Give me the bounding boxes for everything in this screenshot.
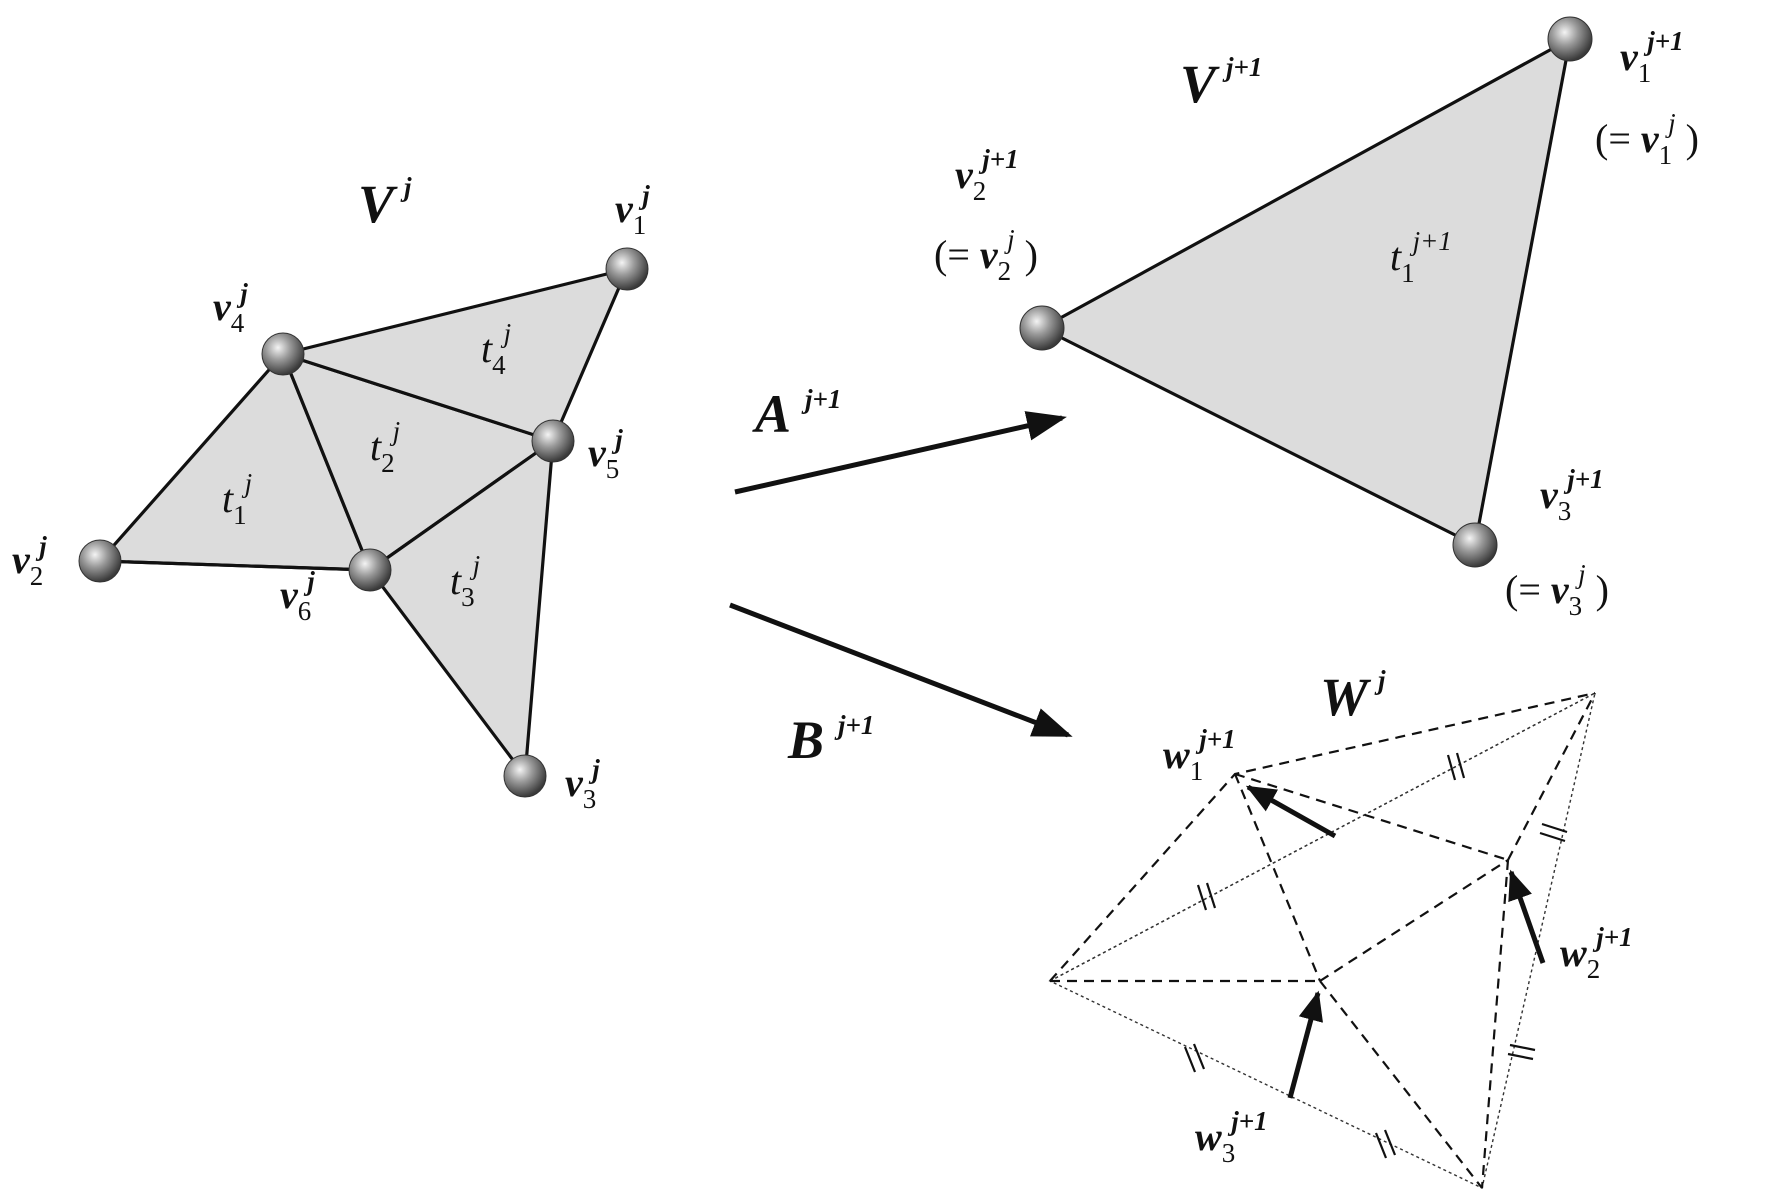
w2-arrow — [1508, 869, 1546, 964]
label-w2-j1: w2j+1 — [1560, 922, 1633, 984]
label-v3-j1: v3j+1 — [1540, 464, 1604, 526]
vertex-v6 — [348, 548, 392, 592]
w3-arrow — [1287, 990, 1323, 1099]
w1-arrow — [1245, 784, 1337, 839]
label-eq-v1-j: (= v1j ) — [1595, 108, 1699, 170]
outer-triangle — [1048, 691, 1597, 1190]
label-w1-j1: w1j+1 — [1163, 724, 1236, 786]
label-v4-j: v4j — [213, 278, 248, 338]
label-v1-j: v1j — [615, 180, 650, 240]
face-t3 — [368, 439, 555, 778]
dotted-diagonal — [1049, 692, 1596, 982]
tick-marks — [1183, 752, 1568, 1159]
label-t3-j: t3j — [450, 550, 480, 612]
dashed-w2-top — [1507, 692, 1596, 861]
dashed-center-bottom — [1319, 980, 1483, 1189]
vertex-v3 — [503, 754, 547, 798]
fine-mesh — [78, 247, 649, 798]
vertex-v4 — [261, 332, 305, 376]
dashed-w1-w2 — [1234, 772, 1509, 862]
dashed-center-w2 — [1319, 859, 1509, 982]
label-v6-j: v6j — [280, 566, 315, 626]
face-t4 — [281, 267, 629, 443]
label-eq-v2-j: (= v2j ) — [934, 224, 1038, 286]
label-v2-j1: v2j+1 — [955, 144, 1019, 206]
vertex-v3-coarse — [1452, 522, 1498, 568]
coarse-mesh — [1019, 16, 1593, 568]
vertex-v2 — [78, 539, 122, 583]
detail-mesh — [1048, 691, 1597, 1190]
label-v5-j: v5j — [588, 424, 623, 484]
edge-v2-v6 — [99, 559, 371, 572]
label-t1-j: t1j — [222, 468, 252, 530]
B-operator-arrow — [729, 602, 1073, 738]
label-v1-j1: v1j+1 — [1620, 26, 1684, 88]
vertex-v1 — [605, 247, 649, 291]
A-operator-arrow — [734, 411, 1067, 495]
vertex-v1-coarse — [1547, 16, 1593, 62]
label-v2-j: v2j — [12, 531, 47, 591]
label-t4-j: t4j — [481, 318, 511, 380]
face-t1-coarse — [1040, 37, 1572, 547]
vertex-v5 — [531, 419, 575, 463]
label-t1-j1: t1j+1 — [1390, 226, 1452, 288]
dashed-w2-bottom — [1480, 859, 1510, 1189]
label-t2-j: t2j — [370, 416, 400, 478]
label-eq-v3-j: (= v3j ) — [1505, 559, 1609, 621]
label-v3-j: v3j — [565, 754, 600, 814]
vertex-v2-coarse — [1019, 305, 1065, 351]
label-w3-j1: w3j+1 — [1195, 1106, 1268, 1168]
